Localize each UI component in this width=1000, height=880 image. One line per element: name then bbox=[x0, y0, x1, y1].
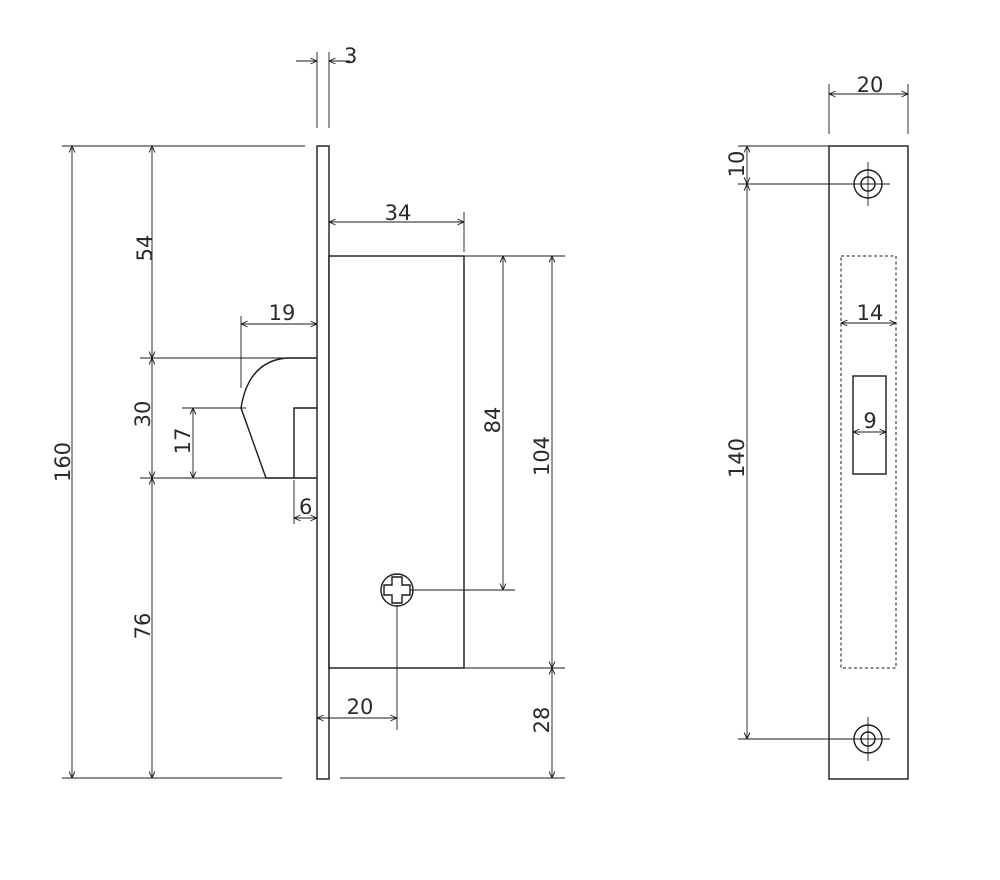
dim-latch-offset: 6 bbox=[299, 495, 312, 519]
dim-bottom-from-latch: 76 bbox=[131, 613, 155, 640]
dim-overall-height: 160 bbox=[51, 442, 75, 482]
latch-bolt bbox=[240, 357, 317, 479]
dim-screw-offset: 10 bbox=[725, 151, 749, 178]
dim-faceplate-thickness: 3 bbox=[344, 44, 357, 68]
dim-faceplate-width: 20 bbox=[857, 73, 884, 97]
front-dimension-lines bbox=[747, 94, 908, 739]
dim-spindle-to-top: 84 bbox=[481, 407, 505, 434]
latch-opening bbox=[852, 375, 887, 475]
dim-case-height: 104 bbox=[530, 436, 554, 476]
lock-case bbox=[328, 255, 465, 669]
case-outline-hidden bbox=[840, 255, 897, 669]
front-view: 20 10 140 14 9 bbox=[725, 73, 909, 780]
faceplate bbox=[316, 145, 330, 780]
dim-top-to-latch: 54 bbox=[133, 235, 157, 262]
top-screw-hole bbox=[846, 162, 890, 206]
dim-latch-bevel: 17 bbox=[171, 428, 195, 455]
latch-step bbox=[293, 407, 317, 478]
dim-screw-spacing: 140 bbox=[725, 438, 749, 478]
dim-latch-projection: 19 bbox=[269, 301, 296, 325]
dim-latch-tongue-width: 9 bbox=[863, 409, 876, 433]
dim-latch-height: 30 bbox=[131, 401, 155, 428]
dim-latch-opening-width: 14 bbox=[857, 301, 884, 325]
dim-case-depth: 34 bbox=[385, 201, 412, 225]
dim-backset: 20 bbox=[347, 695, 374, 719]
bottom-screw-hole bbox=[846, 717, 890, 761]
dimension-lines bbox=[72, 61, 552, 778]
side-view: 3 160 54 30 17 76 19 6 34 104 84 20 28 bbox=[51, 44, 565, 780]
front-faceplate bbox=[828, 145, 909, 780]
dim-case-to-bottom: 28 bbox=[530, 707, 554, 734]
